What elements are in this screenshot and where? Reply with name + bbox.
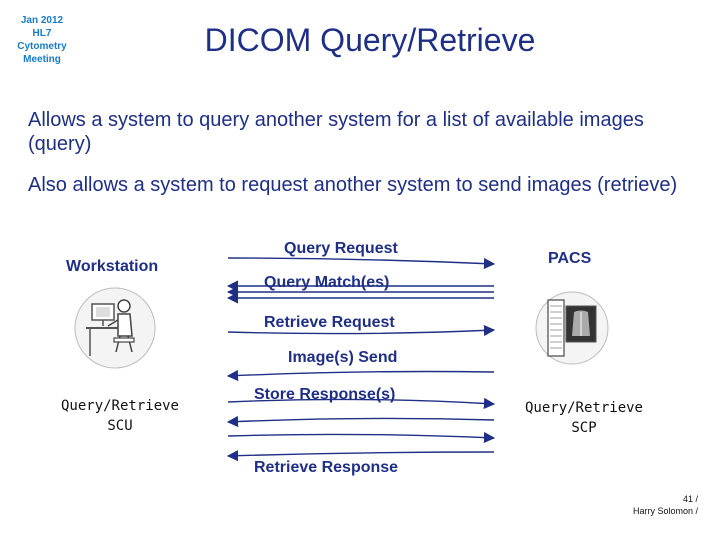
meeting-line-kind: Meeting (23, 54, 61, 65)
arrow-retrieve-response (226, 450, 495, 462)
arrow-store-response-1 (227, 397, 496, 409)
bullet-retrieve: Also allows a system to request another … (28, 174, 678, 196)
pacs-role-line2: SCP (571, 420, 597, 436)
msg-retrieve-response: Retrieve Response (254, 459, 399, 476)
arrow-images-send (226, 369, 495, 382)
workstation-role-line2: SCU (107, 418, 133, 434)
author: Harry Solomon / (632, 506, 698, 516)
meeting-tag: Jan 2012 HL7 Cytometry Meeting (6, 14, 78, 66)
pacs-label: PACS (548, 250, 592, 267)
page-number: 41 / (682, 494, 698, 504)
msg-query-matches: Query Match(es) (264, 274, 390, 291)
workstation-label: Workstation (66, 258, 159, 275)
arrow-store-response-3 (227, 431, 496, 444)
workstation-role: Query/Retrieve SCU (52, 396, 188, 436)
workstation-role-line1: Query/Retrieve (60, 398, 179, 414)
pacs-role-line1: Query/Retrieve (524, 400, 643, 416)
msg-images-send: Image(s) Send (288, 349, 398, 366)
arrow-retrieve-request (227, 324, 496, 337)
meeting-line-topic: Cytometry (17, 41, 67, 52)
workstation-person-icon (74, 287, 156, 369)
msg-query-request: Query Request (284, 240, 398, 257)
msg-store-responses: Store Response(s) (254, 386, 396, 403)
pacs-server-xray-icon (535, 291, 609, 365)
arrow-query-request (227, 257, 496, 270)
pacs-role: Query/Retrieve SCP (516, 398, 652, 438)
bullet-query: Allows a system to query another system … (28, 109, 644, 155)
meeting-line-date: Jan 2012 (20, 15, 64, 26)
msg-retrieve-request: Retrieve Request (264, 314, 395, 331)
slide-title: DICOM Query/Retrieve (204, 22, 536, 58)
meeting-line-org: HL7 (32, 28, 52, 39)
arrow-store-response-2 (226, 415, 495, 428)
